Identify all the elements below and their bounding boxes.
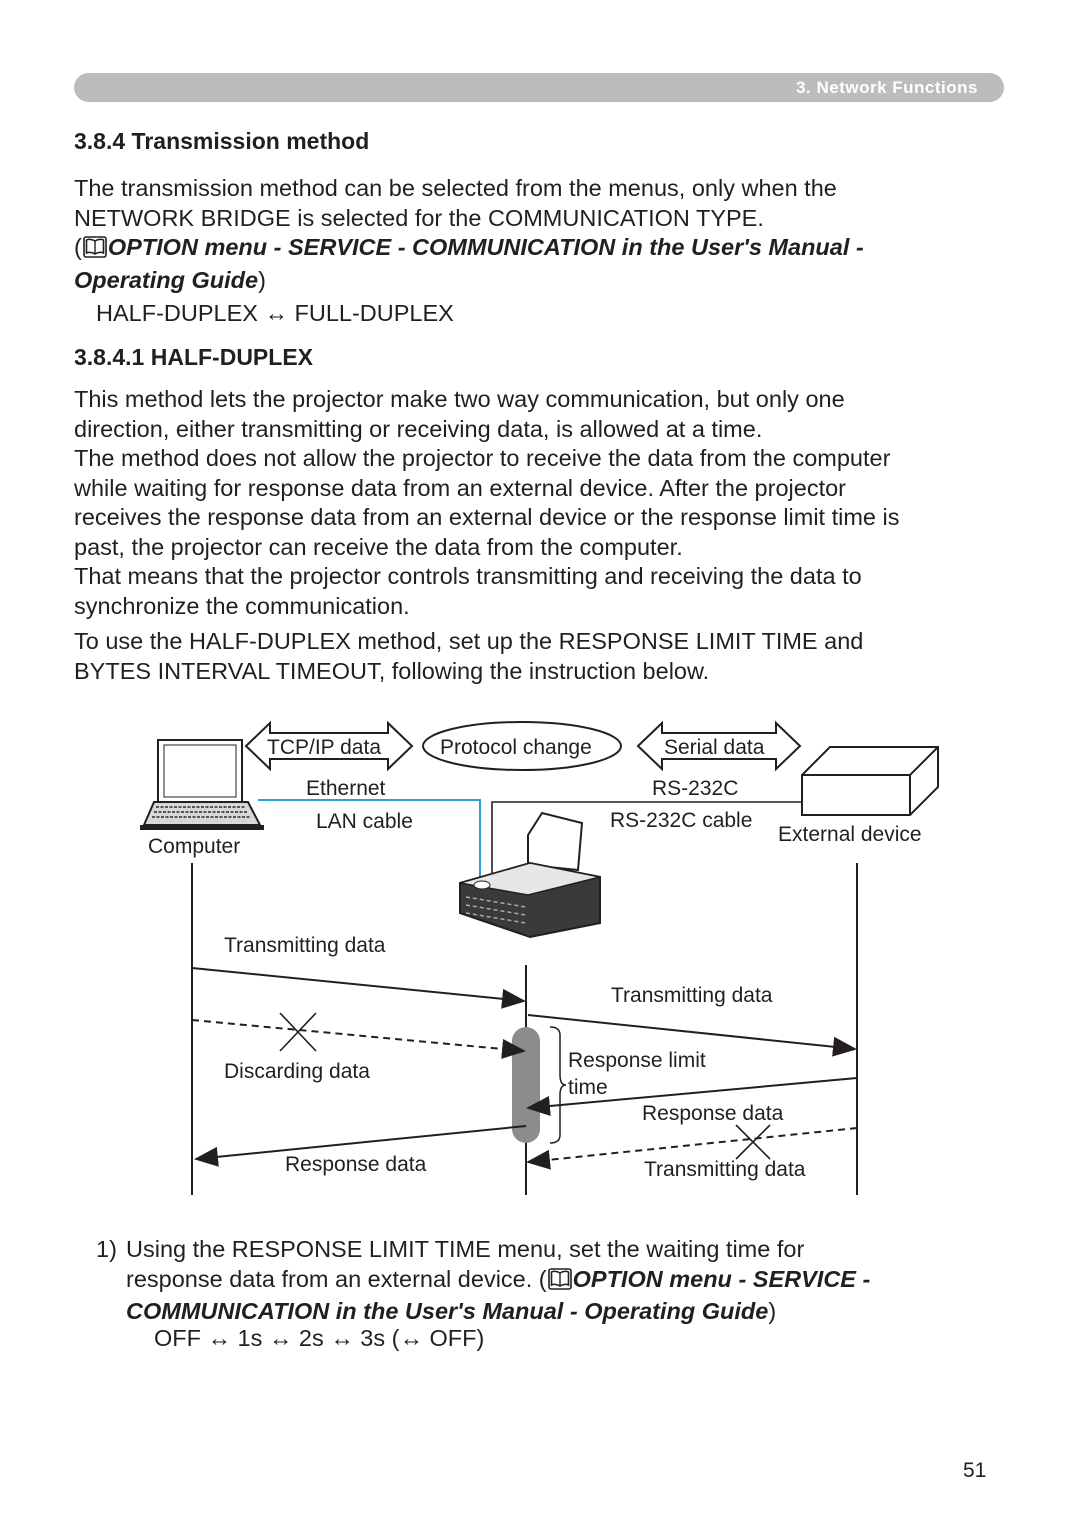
subsection-title: 3.8.4.1 HALF-DUPLEX	[74, 344, 313, 370]
para2-line2: while waiting for response data from an …	[74, 474, 846, 501]
discard-arrow	[191, 1019, 526, 1059]
response-arrow-2	[194, 1125, 527, 1167]
half-duplex-diagram: Computer TCP/IP data Protocol change Ser…	[130, 715, 950, 1205]
computer-label: Computer	[148, 835, 240, 858]
para3-line2: synchronize the communication.	[74, 592, 410, 619]
half-duplex-description: This method lets the projector make two …	[74, 385, 994, 686]
ethernet-label: Ethernet	[306, 777, 386, 800]
section-header-bar: 3. Network Functions	[74, 73, 1004, 102]
discarding-label: Discarding data	[224, 1060, 370, 1083]
response-left-label: Response data	[285, 1153, 427, 1176]
transmitting-left-label: Transmitting data	[224, 934, 386, 957]
transmitting-bottom-label: Transmitting data	[644, 1158, 806, 1181]
step-line-2-text: response data from an external device. (	[126, 1265, 547, 1292]
response-limit-label: Response limit	[568, 1049, 706, 1072]
transmit-arrow-2	[527, 1014, 857, 1057]
step-manual-reference: OPTION menu - SERVICE -	[572, 1265, 871, 1292]
laptop-icon	[140, 739, 264, 830]
rs232c-label: RS-232C	[652, 777, 738, 800]
book-icon	[83, 236, 107, 266]
step-number: 1)	[96, 1236, 117, 1262]
ref-open-paren: (	[74, 234, 82, 260]
serial-arrow-box	[636, 720, 802, 772]
para3-line1: That means that the projector controls t…	[74, 563, 862, 589]
para1-line2: direction, either transmitting or receiv…	[74, 415, 763, 442]
para1-line1: This method lets the projector make two …	[74, 386, 845, 412]
transmit-arrow-1	[191, 967, 526, 1009]
response-limit-time-label: time	[568, 1076, 608, 1099]
rs232c-cable-line	[491, 801, 802, 883]
response-right-label: Response data	[642, 1102, 784, 1125]
step-line-2: response data from an external device. (…	[126, 1265, 976, 1298]
para4-line2: BYTES INTERVAL TIMEOUT, following the in…	[74, 657, 710, 684]
external-device-icon	[801, 746, 939, 816]
manual-reference-cont: Operating Guide)	[74, 266, 994, 296]
mode-sequence: HALF-DUPLEX ↔ FULL-DUPLEX	[96, 300, 454, 326]
step-line-3: COMMUNICATION in the User's Manual - Ope…	[126, 1297, 976, 1327]
transmit-dashed-arrow	[526, 1127, 858, 1170]
collision-x-mark	[735, 1124, 771, 1160]
response-limit-sequence: OFF ↔ 1s ↔ 2s ↔ 3s (↔ OFF)	[154, 1325, 485, 1351]
tcpip-arrow-box	[244, 720, 414, 772]
projector-icon	[459, 811, 601, 939]
step-close-paren: )	[768, 1298, 777, 1324]
step-manual-reference-cont: COMMUNICATION in the User's Manual -	[126, 1298, 585, 1324]
book-icon	[547, 1267, 572, 1298]
step-1: 1) Using the RESPONSE LIMIT TIME menu, s…	[96, 1235, 976, 1327]
page-number: 51	[963, 1459, 987, 1482]
section-title: 3.8.4 Transmission method	[74, 128, 370, 154]
lan-cable-line	[258, 799, 481, 883]
transmitting-right-label: Transmitting data	[611, 984, 773, 1007]
response-limit-brace	[549, 1026, 567, 1144]
manual-reference-link: OPTION menu - SERVICE - COMMUNICATION in…	[107, 234, 864, 260]
response-arrow-1	[526, 1077, 858, 1116]
step-line-1: Using the RESPONSE LIMIT TIME menu, set …	[126, 1236, 805, 1262]
external-device-label: External device	[778, 823, 922, 846]
response-limit-bar	[512, 1027, 540, 1143]
protocol-change-ellipse	[422, 721, 622, 771]
discard-x-mark	[279, 1012, 317, 1052]
manual-reference: ( OPTION menu - SERVICE - COMMUNICATION i…	[74, 233, 994, 266]
intro-paragraph: The transmission method can be selected …	[74, 174, 994, 329]
protocol-change-label: Protocol change	[440, 736, 592, 759]
manual-reference-guide: Operating Guide	[74, 266, 259, 293]
para2-line1: The method does not allow the projector …	[74, 445, 891, 471]
serial-label: Serial data	[664, 736, 765, 759]
lan-cable-label: LAN cable	[316, 810, 413, 833]
section-header-label: 3. Network Functions	[796, 78, 978, 97]
intro-line-2: NETWORK BRIDGE is selected for the COMMU…	[74, 204, 764, 231]
ref-close-paren: )	[258, 266, 266, 293]
para4-line1: To use the HALF-DUPLEX method, set up th…	[74, 628, 864, 654]
para2-line3: receives the response data from an exter…	[74, 504, 900, 530]
rs232c-cable-label: RS-232C cable	[610, 809, 752, 832]
tcpip-label: TCP/IP data	[267, 736, 381, 759]
intro-line-1: The transmission method can be selected …	[74, 175, 837, 201]
step-manual-reference-guide: Operating Guide	[584, 1298, 769, 1324]
para2-line4: past, the projector can receive the data…	[74, 533, 683, 560]
